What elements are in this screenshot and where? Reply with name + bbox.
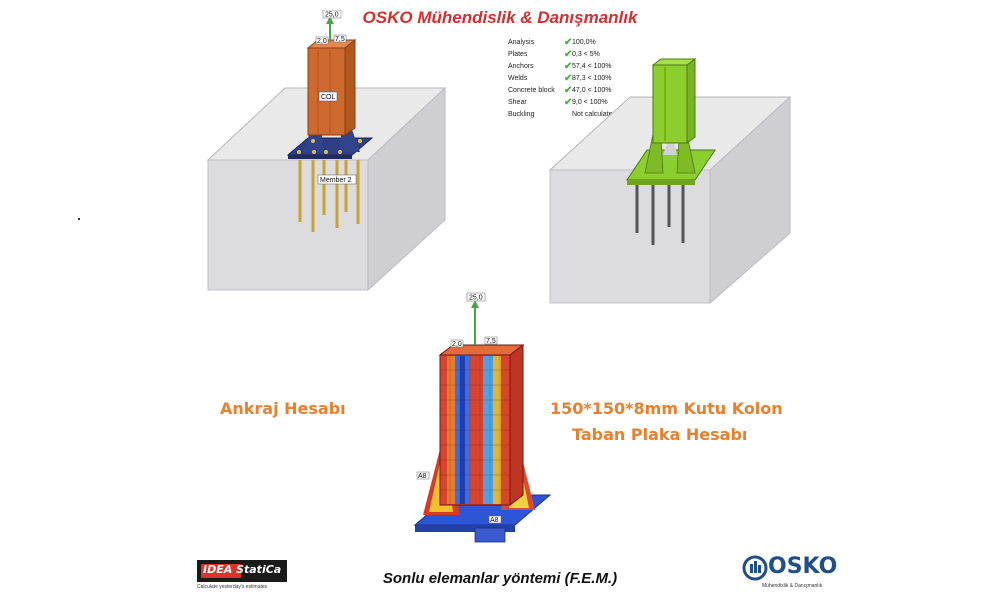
idea-statica-logo: IDEA StatiCa Calculate yesterday's estim…	[197, 560, 287, 594]
model-right-scene	[545, 55, 795, 305]
anchor-bolts	[298, 160, 360, 232]
member-2-label: Member 2	[320, 177, 352, 184]
osko-brand-text: OSKO	[768, 554, 838, 579]
concrete-block-side	[367, 86, 446, 292]
check-result-label: Plates	[508, 51, 528, 58]
fem-load-tag: 25,0	[469, 295, 483, 302]
fem-moment-tag-1: 2,0	[452, 341, 462, 348]
fem-side-tag: A8	[418, 473, 427, 480]
check-result-value: 9,0 < 100%	[572, 99, 608, 106]
check-icon: ✔	[564, 49, 573, 60]
osko-globe-icon	[742, 555, 768, 581]
moment-tag-2: 7,5	[335, 36, 345, 43]
fem-caption: Sonlu elemanlar yöntemi (F.E.M.)	[382, 570, 618, 587]
check-result-value: Not calculated	[572, 111, 617, 118]
load-tag: 25,0	[325, 12, 339, 19]
stray-dot	[78, 218, 80, 220]
check-icon: ✔	[564, 85, 573, 96]
idea-brand-text: IDEA StatiCa	[203, 563, 282, 576]
check-result-label: Concrete block	[508, 87, 555, 94]
model-left-scene: 25,0 2,0 7,5 COL Member 2	[200, 10, 450, 295]
check-icon: ✔	[564, 97, 573, 108]
member-col-label: COL	[321, 94, 336, 101]
osko-tagline: Mühendislik & Danışmanlık	[762, 583, 823, 589]
check-result-value: 100,0%	[572, 39, 596, 46]
model-fem-scene: 25,0 2,0 7,5 A8 A8	[405, 290, 555, 558]
concrete-block-side	[709, 95, 791, 305]
fem-base-tag: A8	[490, 517, 499, 524]
idea-tagline: Calculate yesterday's estimates	[197, 584, 268, 590]
check-result-label: Buckling	[508, 111, 535, 118]
check-icon: ✔	[564, 61, 573, 72]
check-icon: ✔	[564, 73, 573, 84]
check-result-label: Analysis	[508, 39, 535, 46]
anchor-calc-label: Ankraj Hesabı	[220, 399, 346, 418]
column-label-line1: 150*150*8mm Kutu Kolon	[550, 399, 783, 418]
check-result-label: Anchors	[508, 63, 534, 70]
moment-tag-1: 2,0	[317, 38, 327, 45]
fem-moment-tag-2: 7,5	[486, 338, 496, 345]
check-result-value: 0,3 < 5%	[572, 51, 600, 58]
check-result-value: 47,0 < 100%	[572, 87, 612, 94]
check-result-label: Shear	[508, 99, 527, 106]
check-result-value: 87,3 < 100%	[572, 75, 612, 82]
anchor-bolts	[635, 185, 685, 245]
orange-column	[307, 47, 346, 136]
page-title: OSKO Mühendislik & Danışmanlık	[362, 8, 638, 27]
check-icon: ✔	[564, 37, 573, 48]
osko-logo: OSKO Mühendislik & Danışmanlık	[740, 553, 837, 593]
green-column	[652, 64, 688, 144]
check-result-label: Welds	[508, 75, 528, 82]
check-result-value: 57,4 < 100%	[572, 63, 612, 70]
concrete-block-front	[549, 169, 711, 304]
column-label-line2: Taban Plaka Hesabı	[572, 425, 748, 444]
